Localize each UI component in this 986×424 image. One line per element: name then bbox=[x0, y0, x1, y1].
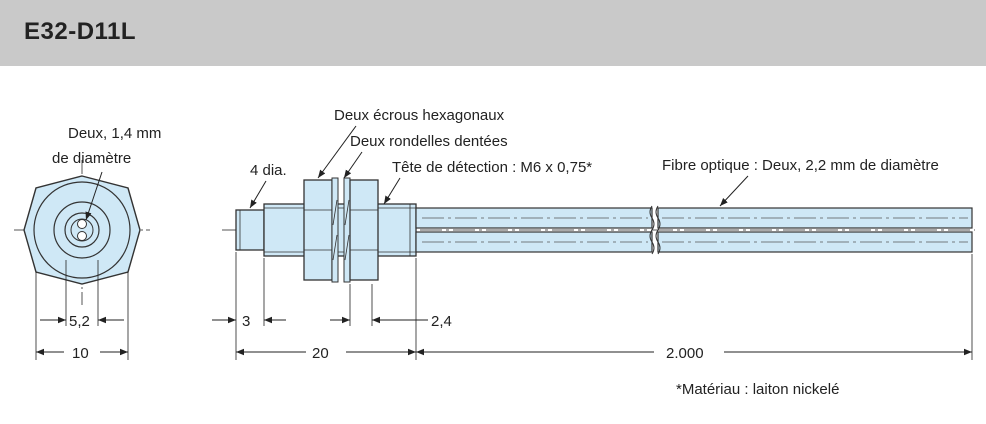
dim-fiber: 2.000 bbox=[666, 345, 704, 362]
washers-label: Deux rondelles dentées bbox=[350, 133, 508, 150]
front-dim-outer: 10 bbox=[72, 345, 89, 362]
dim-head: 20 bbox=[312, 345, 329, 362]
tip-label: 4 dia. bbox=[250, 162, 287, 179]
fiber-label: Fibre optique : Deux, 2,2 mm de diamètre bbox=[662, 157, 939, 174]
nuts-label: Deux écrous hexagonaux bbox=[334, 107, 505, 124]
fiber-cable-top bbox=[415, 205, 973, 231]
page-title: E32-D11L bbox=[24, 18, 137, 45]
front-dim-inner: 5,2 bbox=[69, 313, 90, 330]
dim-thread: 2,4 bbox=[431, 313, 452, 330]
threaded-head bbox=[263, 203, 417, 257]
title-bar: E32-D11L bbox=[0, 0, 986, 66]
toothed-washer-1 bbox=[331, 177, 339, 283]
fiber-cable-bottom bbox=[415, 229, 973, 255]
hex-nut-1 bbox=[303, 179, 333, 281]
material-note: *Matériau : laiton nickelé bbox=[676, 381, 839, 398]
head-label: Tête de détection : M6 x 0,75* bbox=[392, 159, 592, 176]
hex-nut-2 bbox=[349, 179, 379, 281]
front-fiber-hole-top bbox=[77, 219, 87, 229]
front-fiber-label-line2: de diamètre bbox=[52, 150, 131, 167]
toothed-washer-2 bbox=[343, 177, 351, 283]
front-view: Deux, 1,4 mm de diamètre 5,2 10 bbox=[14, 125, 161, 362]
front-fiber-hole-bottom bbox=[77, 231, 87, 241]
dim-tip: 3 bbox=[242, 313, 250, 330]
side-view: Deux écrous hexagonaux Deux rondelles de… bbox=[212, 107, 975, 362]
sensing-tip bbox=[235, 209, 265, 251]
front-fiber-label-line1: Deux, 1,4 mm bbox=[68, 125, 161, 142]
